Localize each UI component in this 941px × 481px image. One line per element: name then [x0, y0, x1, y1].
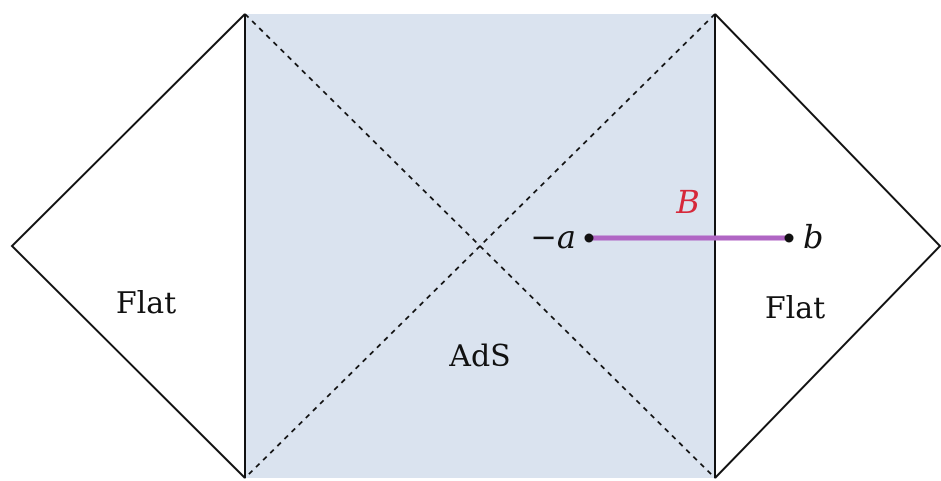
- interval-b-label: B: [675, 183, 700, 221]
- point-minus-a: [584, 233, 594, 243]
- left-flat-boundary: [10, 13, 246, 479]
- left-flat-label: Flat: [116, 286, 176, 321]
- point-b-label: b: [803, 218, 823, 256]
- horizon-ascending: [244, 13, 716, 479]
- point-b: [784, 233, 794, 243]
- right-flat-boundary: [714, 13, 941, 479]
- right-flat-label: Flat: [765, 291, 825, 326]
- ads-label: AdS: [448, 339, 510, 374]
- point-minus-a-label: −a: [530, 218, 576, 256]
